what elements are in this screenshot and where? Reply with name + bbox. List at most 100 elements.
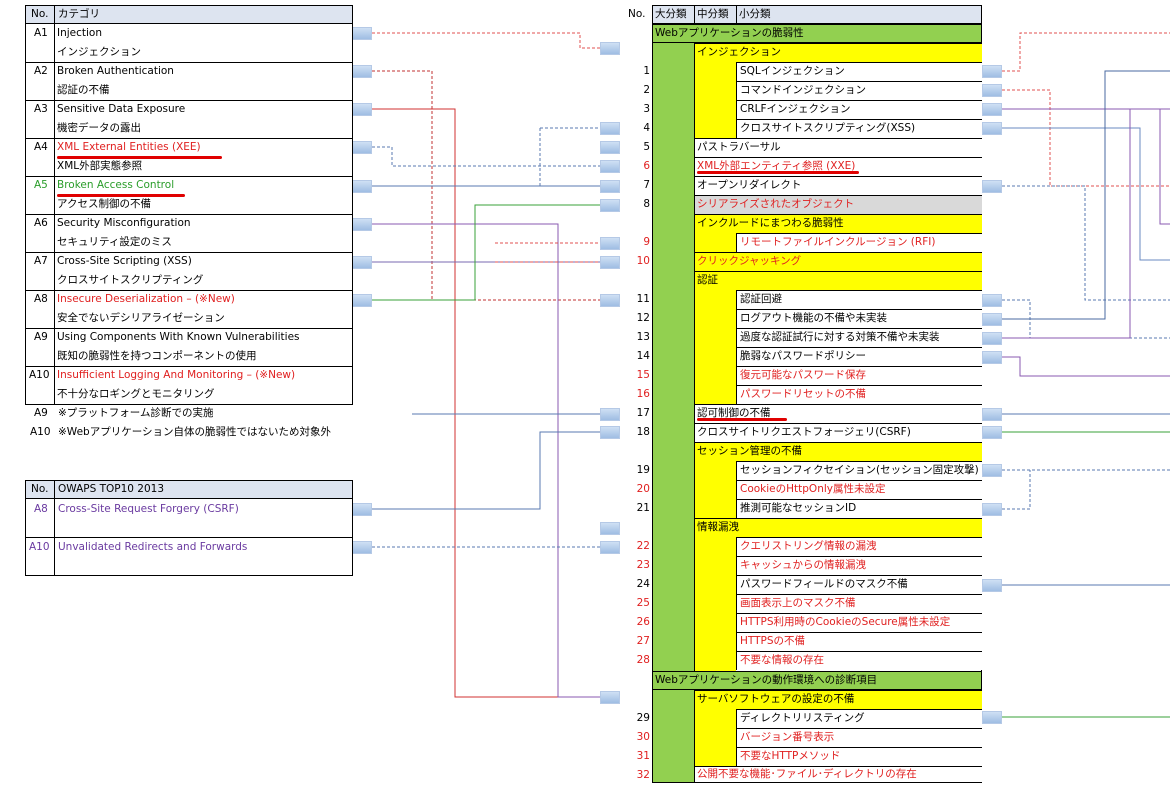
- connector-tab: [600, 691, 620, 704]
- mid-category: パストラバーサル: [697, 141, 781, 153]
- category-name-ja: クロスサイトスクリプティング: [57, 274, 204, 286]
- item-label: 脆弱なパスワードポリシー: [740, 350, 866, 362]
- owasp-2013-table: No. OWAPS TOP10 2013 A8 Cross-Site Reque…: [25, 480, 353, 576]
- connector-tab: [600, 180, 620, 193]
- header-minor: 小分類: [739, 8, 771, 20]
- category-name-en: Insufficient Logging And Monitoring – (※…: [57, 369, 296, 381]
- highlight-underline: [57, 194, 185, 197]
- connector-tab: [600, 541, 620, 554]
- mid-category: クリックジャッキング: [697, 255, 802, 267]
- item-label: 過度な認証試行に対する対策不備や未実装: [740, 331, 940, 343]
- connector-tab: [352, 218, 372, 231]
- connector-tab: [352, 141, 372, 154]
- connector-tab: [352, 503, 372, 516]
- category-row: [25, 100, 353, 139]
- item-label: パスワードフィールドのマスク不備: [740, 578, 908, 590]
- mid-category: インジェクション: [697, 46, 781, 58]
- connector-tab: [352, 294, 372, 307]
- item-label: セッションフィクセイション(セッション固定攻撃): [740, 464, 979, 476]
- category-no: A8: [34, 293, 48, 305]
- category-no: A3: [34, 103, 48, 115]
- mid-category: 認可制御の不備: [697, 407, 771, 419]
- item-label: 認証回避: [740, 293, 782, 305]
- connector-tab: [600, 141, 620, 154]
- item-no: 1: [643, 65, 650, 77]
- mid-category: インクルードにまつわる脆弱性: [697, 217, 844, 229]
- item-no: 18: [636, 426, 650, 438]
- mid-category: シリアライズされたオブジェクト: [697, 198, 855, 210]
- connector-tab: [600, 160, 620, 173]
- item-label: クエリストリング情報の漏洩: [740, 540, 877, 552]
- highlight-underline: [697, 171, 859, 174]
- category-no: A7: [34, 255, 48, 267]
- connector-tab: [352, 27, 372, 40]
- connector-tab: [982, 503, 1002, 516]
- category-row: [25, 24, 353, 63]
- category-name-en: Using Components With Known Vulnerabilit…: [57, 331, 300, 343]
- item-label: クロスサイトスクリプティング(XSS): [740, 122, 916, 134]
- category-name-ja: 不十分なロギングとモニタリング: [57, 388, 215, 400]
- item-no: 21: [636, 502, 650, 514]
- connector-tab: [982, 711, 1002, 724]
- connector-tab: [982, 294, 1002, 307]
- note-text: ※Webアプリケーション自体の脆弱性ではないため対象外: [58, 426, 331, 438]
- item-no: 5: [643, 141, 650, 153]
- connector-tab: [982, 464, 1002, 477]
- connector-tab: [600, 294, 620, 307]
- category-name-ja: XML外部実態参照: [57, 160, 143, 172]
- item-label: 不要な情報の存在: [740, 654, 824, 666]
- item-no: 31: [636, 750, 650, 762]
- item-no: 9: [643, 236, 650, 248]
- category-name-ja: 安全でないデシリアライゼーション: [57, 312, 225, 324]
- item-label: リモートファイルインクルージョン (RFI): [740, 236, 936, 248]
- category-no: A4: [34, 141, 48, 153]
- item-label: HTTPSの不備: [740, 635, 806, 647]
- header-no: No.: [31, 483, 49, 495]
- category-no: A5: [34, 179, 48, 191]
- old-row-no: A10: [29, 541, 50, 553]
- mid-category: 情報漏洩: [697, 521, 739, 533]
- category-name-en: Sensitive Data Exposure: [57, 103, 186, 115]
- category-no: A6: [34, 217, 48, 229]
- item-no: 32: [636, 769, 650, 781]
- item-no: 16: [636, 388, 650, 400]
- category-name-ja: インジェクション: [57, 46, 141, 58]
- category-name-en: XML External Entities (XEE): [57, 141, 201, 153]
- item-no: 8: [643, 198, 650, 210]
- mid-category: 認証: [697, 274, 718, 286]
- category-name-ja: 機密データの露出: [57, 122, 141, 134]
- item-no: 15: [636, 369, 650, 381]
- category-name-en: Broken Authentication: [57, 65, 174, 77]
- item-label: ログアウト機能の不備や未実装: [740, 312, 887, 324]
- category-no: A1: [34, 27, 48, 39]
- connector-tab: [600, 408, 620, 421]
- item-no: 13: [636, 331, 650, 343]
- item-no: 28: [636, 654, 650, 666]
- category-name-en: Cross-Site Scripting (XSS): [57, 255, 192, 267]
- item-label: HTTPS利用時のCookieのSecure属性未設定: [740, 616, 951, 628]
- item-no: 24: [636, 578, 650, 590]
- item-label: パスワードリセットの不備: [740, 388, 866, 400]
- connector-tab: [982, 579, 1002, 592]
- connector-tab: [600, 42, 620, 55]
- category-name-ja: セキュリティ設定のミス: [57, 236, 172, 248]
- category-no: A2: [34, 65, 48, 77]
- note-no: A10: [30, 426, 51, 438]
- connector-tab: [982, 84, 1002, 97]
- item-label: SQLインジェクション: [740, 65, 845, 77]
- connector-tab: [600, 426, 620, 439]
- mid-category: XML外部エンティティ参照 (XXE): [697, 160, 856, 172]
- connector-tab: [982, 180, 1002, 193]
- note-text: ※プラットフォーム診断での実施: [58, 407, 214, 419]
- connector-tab: [982, 313, 1002, 326]
- connector-tab: [600, 237, 620, 250]
- note-no: A9: [34, 407, 48, 419]
- item-label: 不要なHTTPメソッド: [740, 750, 841, 762]
- category-name-ja: 既知の脆弱性を持つコンポーネントの使用: [57, 350, 257, 362]
- item-no: 29: [636, 712, 650, 724]
- mid-category: クロスサイトリクエストフォージェリ(CSRF): [697, 426, 911, 438]
- item-label: 復元可能なパスワード保存: [740, 369, 866, 381]
- mid-category: サーバソフトウェアの設定の不備: [697, 693, 855, 705]
- mid-category: セッション管理の不備: [697, 445, 802, 457]
